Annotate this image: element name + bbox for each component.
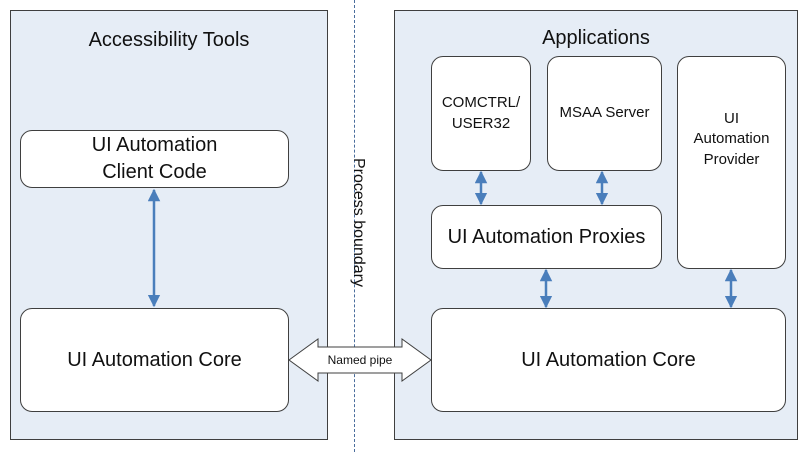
msaa-server-label: MSAA Server (559, 104, 650, 122)
comctrl-line-1: COMCTRL/ (441, 94, 521, 112)
client-code-box: UI Automation Client Code (20, 130, 289, 188)
right-core-label: UI Automation Core (521, 348, 696, 371)
accessibility-tools-title: Accessibility Tools (88, 29, 250, 51)
provider-line-2: Automation (693, 130, 770, 148)
client-code-line-2: Client Code (102, 161, 207, 183)
left-core-label: UI Automation Core (67, 348, 242, 371)
named-pipe-label: Named pipe (328, 353, 393, 367)
msaa-server-box: MSAA Server (547, 56, 662, 171)
named-pipe-arrow (288, 338, 432, 382)
comctrl-box: COMCTRL/ USER32 (431, 56, 531, 171)
left-core-box: UI Automation Core (20, 308, 289, 412)
process-boundary-line (354, 0, 355, 452)
client-code-line-1: UI Automation (91, 134, 218, 156)
right-core-box: UI Automation Core (431, 308, 786, 412)
comctrl-line-2: USER32 (451, 114, 511, 132)
proxies-label: UI Automation Proxies (447, 225, 646, 248)
applications-title: Applications (542, 27, 650, 49)
provider-line-1: UI (723, 110, 739, 127)
ui-automation-proxies-box: UI Automation Proxies (431, 205, 662, 269)
provider-line-3: Provider (703, 150, 760, 168)
ui-automation-provider-box: UI Automation Provider (677, 56, 786, 269)
